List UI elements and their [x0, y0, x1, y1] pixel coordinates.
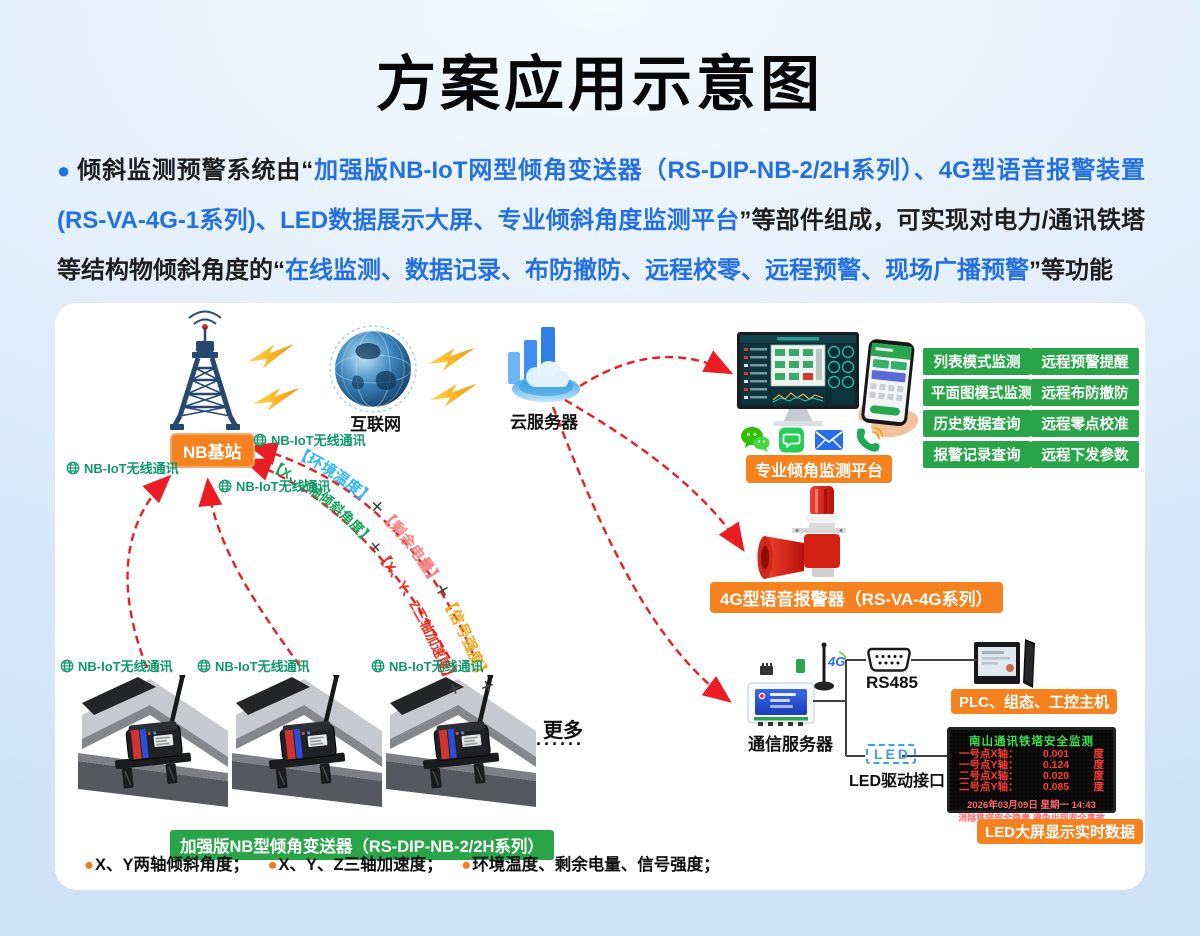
plc-label: PLC、组态、工控主机: [951, 689, 1118, 714]
led-display: 南山通讯铁塔安全监测 一号点X轴： 0.001 度 一号点Y轴： 0.124 度…: [947, 727, 1116, 823]
nbiot-link-label: NB-IoT无线通讯: [197, 656, 310, 675]
comm-server-icon: 4G: [747, 642, 847, 726]
nb-station-label: NB基站: [170, 433, 255, 468]
more-label: 更多: [543, 720, 583, 742]
led-row-unit: 度: [1093, 759, 1105, 771]
led-row-value: 0.020: [1042, 770, 1070, 782]
feature-tag: 远程零点校准: [1031, 410, 1139, 437]
globe-icon: [197, 659, 211, 672]
nbiot-link-label: NB-IoT无线通讯: [60, 656, 173, 675]
sensor-feature: X、Y两轴倾斜角度；: [94, 856, 249, 874]
globe-icon: [253, 433, 267, 446]
led-row-unit: 度: [1093, 770, 1105, 782]
phone-call-icon: [856, 427, 883, 452]
platform-label: 专业倾角监测平台: [746, 455, 893, 483]
led-row-name: 二号点X轴：: [959, 770, 1019, 782]
nbiot-link-label: NB-IoT无线通讯: [371, 656, 484, 675]
led-port-icon: LED: [866, 744, 916, 764]
comm-server-label: 通信服务器: [748, 735, 833, 754]
sensor-feature-bullets: ●X、Y两轴倾斜角度； ●X、Y、Z三轴加速度； ●环境温度、剩余电量、信号强度…: [84, 851, 734, 875]
intro-seg-3: ”等部件组成，可实现对电力/通讯铁塔等结构物倾斜角度的“: [57, 207, 1145, 284]
sms-icon: [779, 427, 804, 453]
feature-tag: 远程布防撤防: [1031, 379, 1139, 406]
globe-icon: [218, 479, 232, 492]
led-port-label: LED驱动接口: [849, 773, 946, 790]
led-row: 二号点Y轴： 0.085 度: [950, 782, 1113, 793]
feature-tag: 远程预警提醒: [1031, 348, 1139, 375]
rs485-connector-icon: [867, 647, 911, 672]
sensor-feature: X、Y、Z三轴加速度；: [278, 856, 443, 874]
led-slogan: 消除铁塔安全隐患 避免出现安全事故: [958, 813, 1105, 823]
feature-tag: 历史数据查询: [923, 410, 1031, 437]
contact-icons: [740, 426, 883, 453]
led-row-name: 二号点Y轴：: [959, 781, 1019, 793]
plc-panel-icon: [974, 639, 1035, 688]
globe-icon: [66, 461, 80, 474]
page-title: 方案应用示意图: [376, 51, 824, 118]
intro-seg-2: 加强版NB-IoT网型倾角变送器（RS-DIP-NB-2/2H系列）、4G型语音…: [57, 157, 1146, 234]
feature-tag: 平面图模式监测: [923, 379, 1033, 406]
internet-globe-icon: [329, 325, 417, 413]
led-row-name: 一号点X轴：: [959, 748, 1019, 760]
feature-tag: 远程下发参数: [1031, 441, 1139, 468]
feature-tag: 报警记录查询: [923, 441, 1031, 468]
platform-features-right: 远程预警提醒 远程布防撤防 远程零点校准 远程下发参数: [1031, 348, 1139, 472]
led-row: 二号点X轴： 0.020 度: [950, 771, 1113, 782]
bullet-dot: ●: [267, 856, 278, 874]
sensor-feature: 环境温度、剩余电量、信号强度；: [472, 856, 720, 874]
led-row: 一号点X轴： 0.001 度: [950, 749, 1113, 760]
nbiot-link-label: NB-IoT无线通讯: [218, 476, 331, 495]
sensor-series-label: 加强版NB型倾角变送器（RS-DIP-NB-2/2H系列）: [170, 830, 554, 860]
cloud-server-icon: [508, 327, 580, 402]
platform-phone: [851, 336, 932, 448]
tilt-sensor-photo: [78, 675, 228, 823]
internet-label: 互联网: [350, 415, 401, 434]
led-row-unit: 度: [1093, 748, 1105, 760]
intro-seg-1: 倾斜监测预警系统由“: [77, 157, 314, 184]
alarm-label: 4G型语音报警器（RS-VA-4G系列）: [710, 582, 1003, 613]
led-row-name: 一号点Y轴：: [959, 759, 1019, 771]
nb-tower-icon: [170, 310, 240, 430]
bullet-dot: ●: [84, 856, 94, 874]
bullet-dot: ●: [461, 856, 472, 874]
led-title: 南山通讯铁塔安全监测: [969, 736, 1094, 748]
led-row: 一号点Y轴： 0.124 度: [950, 760, 1113, 771]
wechat-icon: [741, 427, 770, 452]
intro-seg-4: 在线监测、数据记录、布防撤防、远程校零、远程预警、现场广播预警: [285, 257, 1029, 284]
more-dots: ······: [536, 734, 584, 754]
tilt-sensor-photo: [386, 675, 536, 823]
globe-icon: [60, 659, 74, 672]
led-row-unit: 度: [1093, 781, 1105, 793]
led-caption-label: LED大屏显示实时数据: [977, 819, 1144, 844]
intro-seg-5: ”等功能: [1029, 257, 1113, 284]
rs485-label: RS485: [866, 673, 918, 692]
tilt-sensor-photo: [232, 675, 382, 823]
platform-monitor: [737, 332, 859, 426]
feature-tag: 列表模式监测: [923, 348, 1031, 375]
globe-icon: [371, 659, 385, 672]
led-datetime: 2026年03月09日 星期一 14:43: [967, 800, 1096, 811]
intro-bullet: ●: [57, 158, 72, 183]
cloud-server-label: 云服务器: [510, 413, 578, 432]
led-row-value: 0.124: [1042, 759, 1070, 771]
alarm-horn-icon: [757, 486, 846, 579]
antenna-4g-text: 4G: [827, 654, 845, 669]
mail-icon: [815, 430, 843, 450]
nbiot-link-label: NB-IoT无线通讯: [66, 458, 179, 477]
nbiot-link-label: NB-IoT无线通讯: [253, 430, 366, 449]
led-row-value: 0.085: [1042, 781, 1070, 793]
intro-paragraph: ●倾斜监测预警系统由“加强版NB-IoT网型倾角变送器（RS-DIP-NB-2/…: [57, 146, 1145, 296]
platform-features-left: 列表模式监测 平面图模式监测 历史数据查询 报警记录查询: [923, 348, 1033, 472]
led-row-value: 0.001: [1042, 748, 1070, 760]
